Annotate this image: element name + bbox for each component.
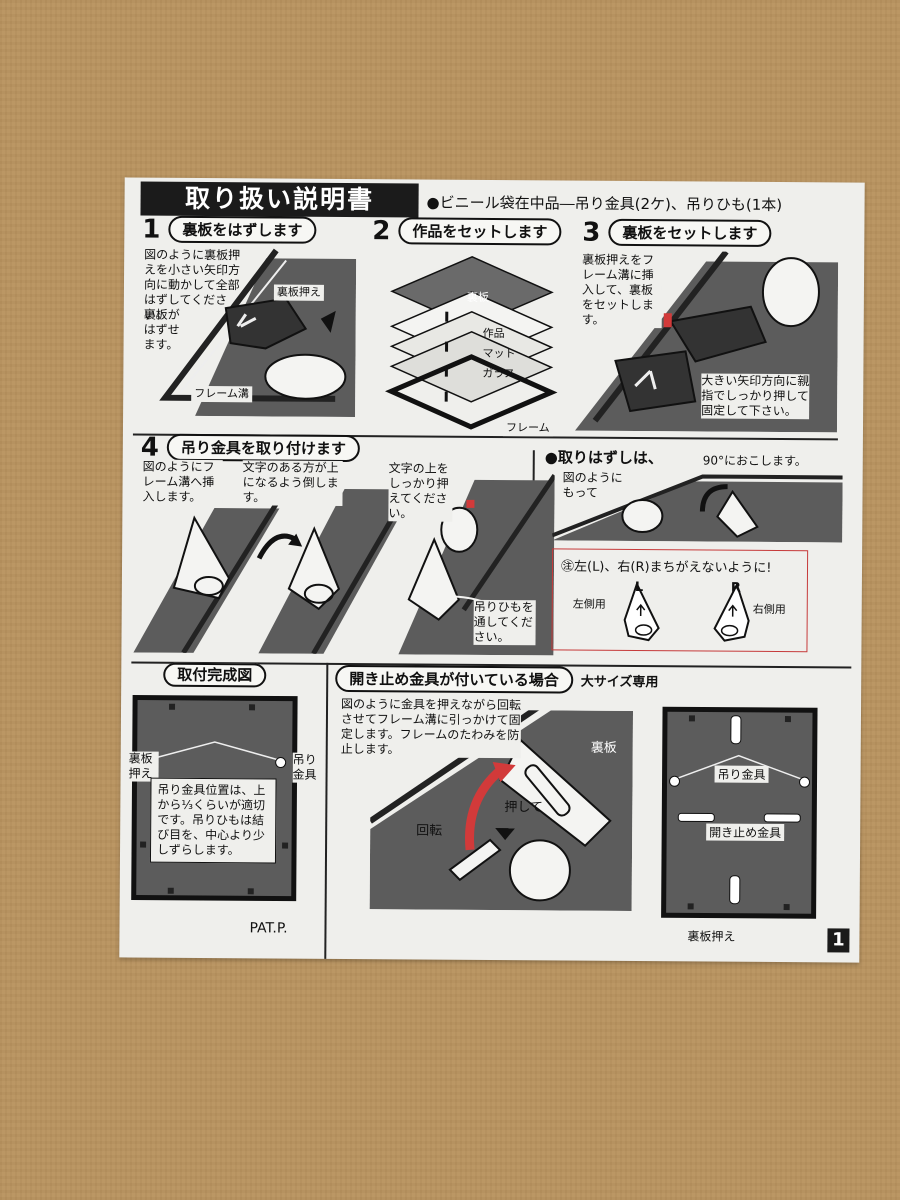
removal-illustration xyxy=(552,470,843,543)
removal-text-b: 90°におこします。 xyxy=(702,453,807,469)
step1-label-holder: 裏板押え xyxy=(273,284,324,301)
step2-exploded-diagram xyxy=(381,251,562,432)
step2-layer-glass: ガラス xyxy=(482,366,516,381)
divider-bottom-vertical xyxy=(324,662,328,959)
stopper-text: 図のように金具を押えながら回転させてフレーム溝に引っかけて固定します。フレームの… xyxy=(340,696,522,759)
complete-header: 取付完成図 xyxy=(163,662,267,688)
step1-number: 1 xyxy=(142,214,161,245)
instruction-sheet: 取り扱い説明書 ●ビニール袋在中品―吊り金具(2ケ)、吊りひも(1本) 1 裏板… xyxy=(119,177,865,963)
complete-heading: 取付完成図 xyxy=(163,662,267,688)
patent-mark: PAT.P. xyxy=(249,920,288,937)
step4-text-a: 図のようにフレーム溝へ挿入します。 xyxy=(142,459,223,506)
step1-label-groove: フレーム溝 xyxy=(191,385,252,403)
step4-text-b: 文字のある方が上になるよう倒します。 xyxy=(242,460,343,506)
step3-number: 3 xyxy=(582,217,601,248)
large-label-stopper: 開き止め金具 xyxy=(706,823,785,842)
stopper-label-push: 押して xyxy=(504,800,544,816)
left-side-label: 左側用 xyxy=(572,597,606,611)
lr-caution-text: ㊟左(L)、右(R)まちがえないように! xyxy=(560,559,772,576)
stopper-label-rotate: 回転 xyxy=(416,823,443,839)
stopper-header: 開き止め金具が付いている場合 大サイズ専用 xyxy=(335,664,659,694)
step2-number: 2 xyxy=(372,215,391,246)
left-hanger-icon xyxy=(618,580,674,644)
lr-caution-box: ㊟左(L)、右(R)まちがえないように! 左側用 右側用 L R xyxy=(551,548,809,653)
step3-text: 裏板押えをフレーム溝に挿入して、裏板をセットします。 xyxy=(581,252,663,329)
step2-layer-artwork: 作品 xyxy=(482,326,505,341)
step3-heading: 裏板をセットします xyxy=(608,218,772,247)
stopper-heading: 開き止め金具が付いている場合 xyxy=(335,664,573,694)
stopper-illustration xyxy=(369,709,634,911)
step4-number: 4 xyxy=(140,432,160,463)
step4-heading: 吊り金具を取り付けます xyxy=(166,433,361,463)
right-letter: R xyxy=(730,580,741,596)
removal-heading: ●取りはずしは、 xyxy=(544,448,663,468)
large-label-holder: 裏板押え xyxy=(687,929,736,944)
right-hanger-icon xyxy=(698,580,754,644)
large-frame-diagram xyxy=(658,705,830,928)
stopper-label-backboard: 裏板 xyxy=(590,740,617,756)
right-side-label: 右側用 xyxy=(752,602,786,617)
stopper-size-note: 大サイズ専用 xyxy=(580,674,659,691)
step4-text-d: 吊りひもを通してください。 xyxy=(473,599,536,646)
step3-text2: 大きい矢印方向に親指でしっかり押して固定して下さい。 xyxy=(701,373,810,420)
package-contents: ●ビニール袋在中品―吊り金具(2ケ)、吊りひも(1本) xyxy=(426,193,783,215)
document-title: 取り扱い説明書 xyxy=(140,181,419,218)
step4-header: 4 吊り金具を取り付けます xyxy=(140,432,361,463)
complete-note: 吊り金具位置は、上から⅓くらいが適切です。吊りひもは結び目を、中心より少しずらし… xyxy=(149,777,277,864)
large-label-hanger: 吊り金具 xyxy=(714,765,769,783)
step2-label-frame: フレーム xyxy=(502,420,553,437)
step2-header: 2 作品をセットします xyxy=(372,215,562,246)
step1-heading: 裏板をはずします xyxy=(168,215,317,244)
complete-label-hanger: 吊り金具 xyxy=(292,752,317,783)
page-number: 1 xyxy=(827,928,850,953)
step2-layer-backboard: 裏板 xyxy=(466,290,489,304)
step1-header: 1 裏板をはずします xyxy=(142,214,317,245)
step2-heading: 作品をセットします xyxy=(398,217,562,246)
step4-text-c: 文字の上をしっかり押えてください。 xyxy=(388,461,453,522)
step2-layer-mat: マット xyxy=(482,346,516,361)
step3-header: 3 裏板をセットします xyxy=(582,217,772,248)
left-letter: L xyxy=(634,579,644,596)
